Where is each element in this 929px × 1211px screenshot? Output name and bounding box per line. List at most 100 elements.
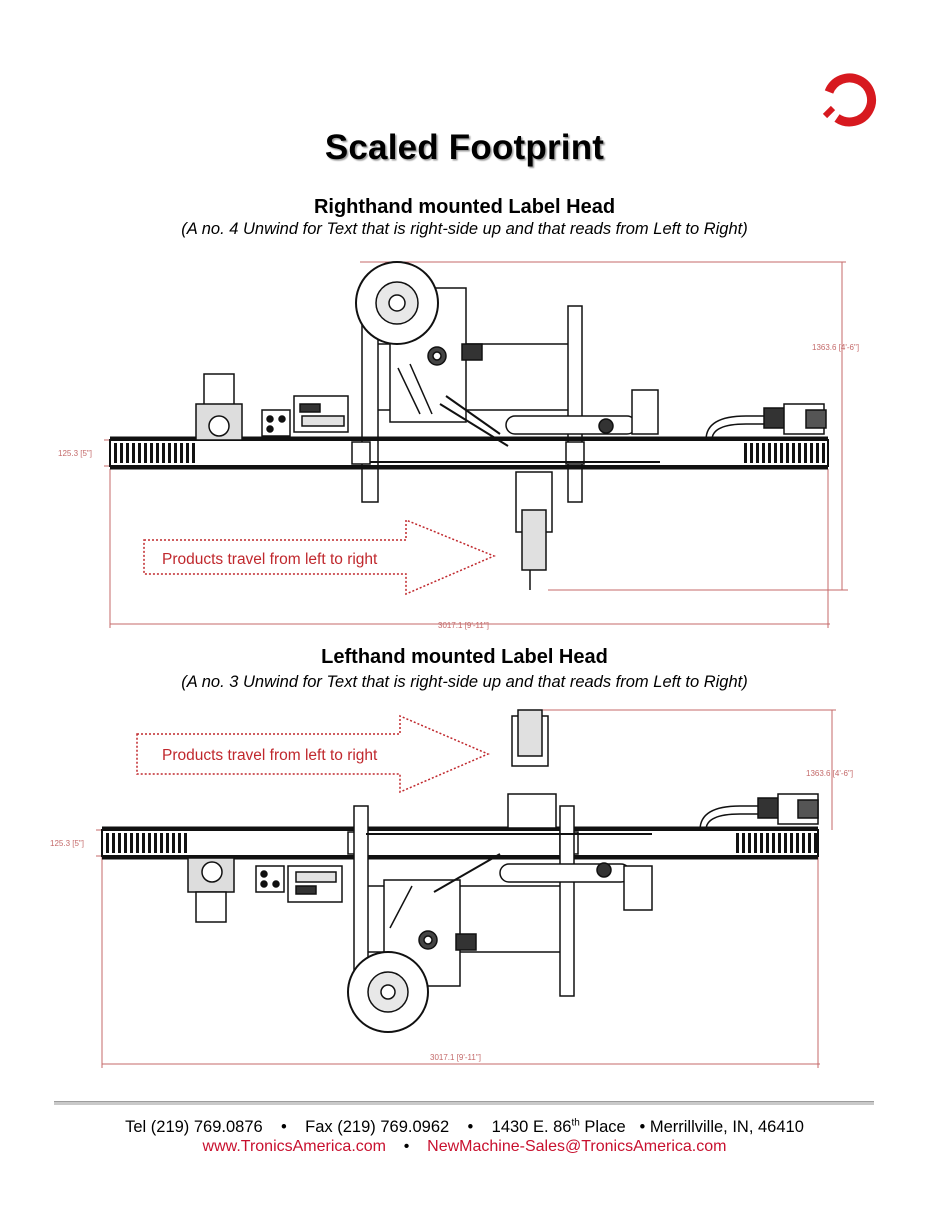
conveyor-roller	[172, 833, 175, 853]
footer-separator: •	[281, 1118, 287, 1136]
conveyor-roller	[154, 833, 157, 853]
righthand-travel-arrow: Products travel from left to right	[143, 518, 496, 596]
conveyor-roller	[810, 443, 813, 463]
footer-separator: •	[639, 1118, 646, 1136]
conveyor-roller	[822, 443, 825, 463]
conveyor-roller	[772, 833, 775, 853]
conveyor-roller	[786, 443, 789, 463]
righthand-conveyor-rollers-right	[744, 443, 825, 463]
righthand-servo-motor	[705, 403, 827, 441]
website-link[interactable]: www.TronicsAmerica.com	[202, 1138, 386, 1155]
lefthand-drive-motor	[187, 857, 235, 923]
conveyor-roller	[150, 443, 153, 463]
footer-address: 1430 E. 86th Place	[491, 1117, 626, 1136]
lefthand-label-head	[347, 709, 653, 1033]
footer-separator: •	[403, 1138, 410, 1155]
conveyor-roller	[138, 443, 141, 463]
footer-tel: Tel (219) 769.0876	[125, 1118, 263, 1136]
conveyor-roller	[178, 833, 181, 853]
conveyor-roller	[162, 443, 165, 463]
conveyor-roller	[784, 833, 787, 853]
conveyor-roller	[184, 833, 187, 853]
conveyor-roller	[804, 443, 807, 463]
conveyor-roller	[118, 833, 121, 853]
conveyor-roller	[156, 443, 159, 463]
conveyor-roller	[132, 443, 135, 463]
conveyor-roller	[778, 833, 781, 853]
footer-separator: •	[467, 1118, 474, 1136]
conveyor-roller	[760, 833, 763, 853]
lefthand-conveyor-rollers-left	[106, 833, 187, 853]
conveyor-roller	[160, 833, 163, 853]
righthand-height-dimension: 1363.6 [4'-6"]	[812, 343, 859, 352]
conveyor-roller	[148, 833, 151, 853]
conveyor-roller	[796, 833, 799, 853]
righthand-label-head	[351, 261, 660, 590]
righthand-heading: Righthand mounted Label Head	[313, 196, 616, 218]
conveyor-roller	[180, 443, 183, 463]
conveyor-roller	[754, 833, 757, 853]
conveyor-roller	[106, 833, 109, 853]
righthand-conveyor	[109, 436, 829, 470]
conveyor-roller	[112, 833, 115, 853]
conveyor-roller	[756, 443, 759, 463]
conveyor-roller	[790, 833, 793, 853]
conveyor-roller	[780, 443, 783, 463]
conveyor-roller	[168, 443, 171, 463]
conveyor-roller	[736, 833, 739, 853]
conveyor-roller	[130, 833, 133, 853]
conveyor-roller	[814, 833, 817, 853]
righthand-conveyor-rollers-left	[114, 443, 195, 463]
conveyor-roller	[750, 443, 753, 463]
page-title: Scaled Footprint	[324, 128, 605, 167]
conveyor-roller	[748, 833, 751, 853]
conveyor-roller	[742, 833, 745, 853]
lefthand-height-dimension: 1363.6 [4'-6"]	[806, 769, 853, 778]
conveyor-roller	[120, 443, 123, 463]
conveyor-roller	[768, 443, 771, 463]
lefthand-arrow-label: Products travel from left to right	[162, 747, 378, 764]
brand-logo-icon	[822, 73, 876, 127]
conveyor-roller	[774, 443, 777, 463]
conveyor-roller	[816, 443, 819, 463]
righthand-footprint-drawing: 1363.6 [4'-6"] 125.3 [5"] 3017.1 [9'-11"…	[58, 261, 859, 630]
conveyor-roller	[802, 833, 805, 853]
conveyor-roller	[114, 443, 117, 463]
lefthand-conveyor	[101, 826, 819, 860]
conveyor-roller	[766, 833, 769, 853]
conveyor-roller	[124, 833, 127, 853]
righthand-conveyor-dimension: 125.3 [5"]	[58, 449, 92, 458]
conveyor-roller	[142, 833, 145, 853]
lefthand-subtitle: (A no. 3 Unwind for Text that is right-s…	[181, 673, 748, 691]
conveyor-roller	[144, 443, 147, 463]
righthand-drive-motor	[195, 373, 243, 441]
conveyor-roller	[166, 833, 169, 853]
conveyor-roller	[186, 443, 189, 463]
lefthand-servo-motor	[699, 793, 819, 831]
conveyor-roller	[136, 833, 139, 853]
footer-links-line: www.TronicsAmerica.com • NewMachine-Sale…	[0, 1138, 929, 1156]
footer-city: Merrillville, IN, 46410	[649, 1118, 804, 1136]
lefthand-heading: Lefthand mounted Label Head	[321, 646, 608, 668]
lefthand-control-box	[255, 865, 343, 903]
lefthand-footprint-drawing: 1363.6 [4'-6"] 125.3 [5"] 3017.1 [9'-11"…	[50, 709, 853, 1068]
righthand-subtitle: (A no. 4 Unwind for Text that is right-s…	[181, 220, 748, 238]
lefthand-conveyor-dimension: 125.3 [5"]	[50, 839, 84, 848]
lefthand-dimension-lines	[96, 709, 836, 1068]
conveyor-roller	[798, 443, 801, 463]
lefthand-width-dimension: 3017.1 [9'-11"]	[430, 1053, 481, 1062]
lefthand-travel-arrow: Products travel from left to right	[136, 714, 490, 794]
righthand-width-dimension: 3017.1 [9'-11"]	[438, 621, 489, 630]
conveyor-roller	[762, 443, 765, 463]
lefthand-conveyor-rollers-right	[736, 833, 817, 853]
email-link[interactable]: NewMachine-Sales@TronicsAmerica.com	[427, 1138, 727, 1155]
footer-fax: Fax (219) 769.0962	[305, 1118, 450, 1136]
conveyor-roller	[808, 833, 811, 853]
conveyor-roller	[126, 443, 129, 463]
righthand-control-box	[261, 395, 349, 437]
righthand-arrow-label: Products travel from left to right	[162, 551, 378, 568]
conveyor-roller	[792, 443, 795, 463]
righthand-dimension-lines	[104, 261, 848, 628]
conveyor-roller	[744, 443, 747, 463]
conveyor-roller	[174, 443, 177, 463]
